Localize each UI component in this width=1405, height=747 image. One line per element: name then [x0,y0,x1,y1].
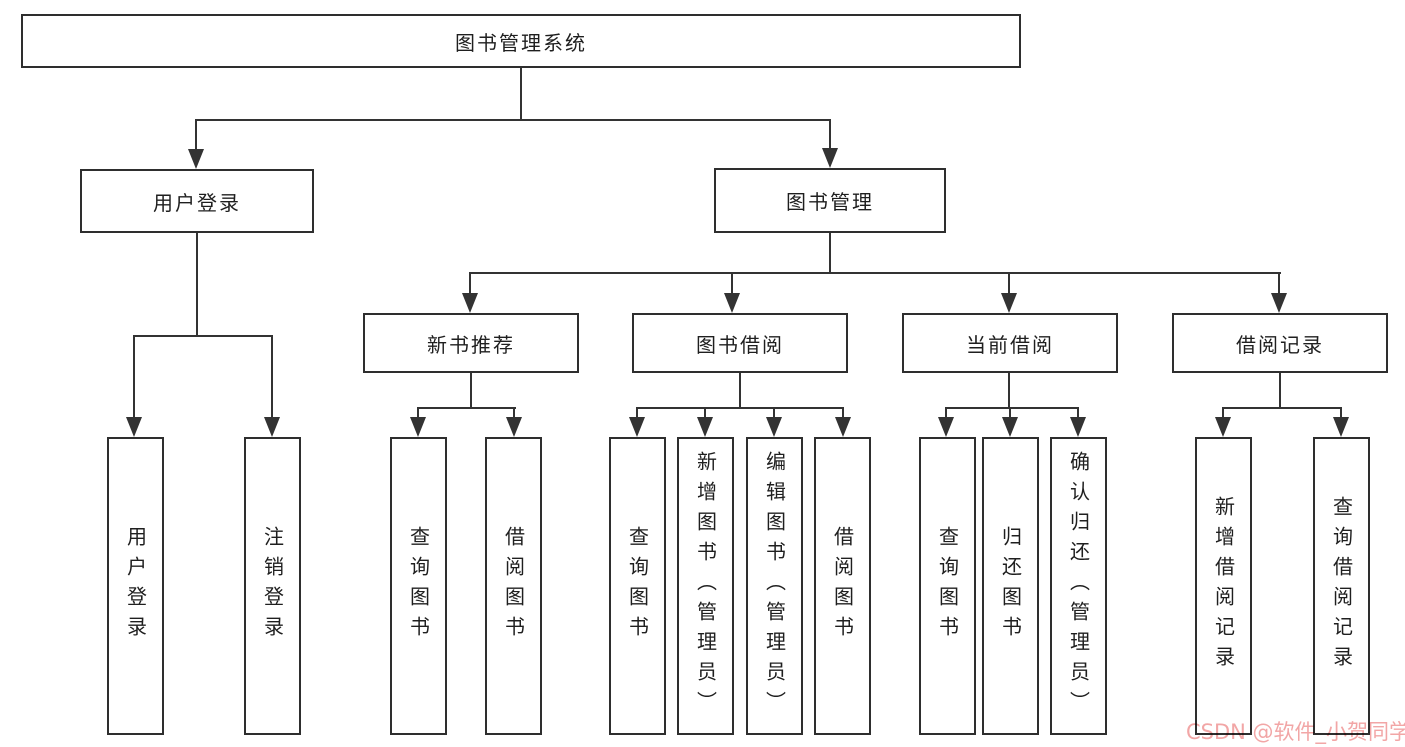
leaf-label: 注销登录 [260,526,285,646]
arrow-down-icon [1070,417,1086,437]
leaf-borrowing-add-books-admin: 新增图书（管理员） [677,437,734,735]
node-current-borrowing: 当前借阅 [902,313,1118,373]
arrow-down-icon [264,417,280,437]
connector-stem [1008,273,1010,295]
connector-bus [945,407,1079,409]
arrow-down-icon [410,417,426,437]
arrow-down-icon [188,149,204,169]
arrow-down-icon [697,417,713,437]
leaf-label: 编辑图书（管理员） [762,451,787,721]
connector-stem [773,407,775,419]
connector-stem [636,407,638,419]
arrow-down-icon [822,148,838,168]
connector-stem [739,372,741,409]
leaf-label: 查询图书 [935,526,960,646]
node-book-borrowing: 图书借阅 [632,313,848,373]
leaf-current-confirm-return-admin: 确认归还（管理员） [1050,437,1107,735]
connector-root-trunk [520,66,522,120]
arrow-down-icon [1002,417,1018,437]
node-user-login: 用户登录 [80,169,314,233]
leaf-borrowing-edit-books-admin: 编辑图书（管理员） [746,437,803,735]
connector-stem [1222,407,1224,419]
node-label: 图书管理 [786,190,874,214]
arrow-down-icon [126,417,142,437]
node-label: 图书借阅 [696,332,784,357]
node-label: 用户登录 [153,190,241,215]
arrow-down-icon [724,293,740,313]
connector-stem [945,407,947,419]
leaf-label: 新增图书（管理员） [693,451,718,721]
connector-stem [469,273,471,295]
leaf-current-return-books: 归还图书 [982,437,1039,735]
connector-stem [417,407,419,419]
leaf-label: 查询图书 [625,526,650,646]
arrow-down-icon [506,417,522,437]
connector-stem [1340,407,1342,419]
connector-stem [133,335,135,420]
leaf-label: 确认归还（管理员） [1066,451,1091,721]
connector-level3-bus [469,272,1281,274]
leaf-borrowing-query-books: 查询图书 [609,437,666,735]
connector-bus [417,407,516,409]
connector-stem [196,232,198,337]
leaf-recommend-query-books: 查询图书 [390,437,447,735]
connector-stem [470,372,472,409]
connector-stem [829,120,831,152]
leaf-logout: 注销登录 [244,437,301,735]
arrow-down-icon [835,417,851,437]
node-book-management: 图书管理 [714,168,946,233]
arrow-down-icon [766,417,782,437]
leaf-records-query-record: 查询借阅记录 [1313,437,1370,735]
connector-stem [1077,407,1079,419]
connector-stem [1008,372,1010,409]
node-label: 新书推荐 [427,332,515,357]
connector-stem [1279,372,1281,409]
connector-stem [271,335,273,420]
csdn-watermark: CSDN @软件_小贺同学 [1186,720,1405,744]
leaf-user-login: 用户登录 [107,437,164,735]
arrow-down-icon [1271,293,1287,313]
connector-stem [195,120,197,152]
node-library-management-system: 图书管理系统 [21,14,1021,68]
connector-stem [1278,273,1280,295]
leaf-label: 归还图书 [998,526,1023,646]
leaf-label: 借阅图书 [501,526,526,646]
arrow-down-icon [462,293,478,313]
leaf-label: 查询图书 [406,526,431,646]
connector-stem [1009,407,1011,419]
connector-level2-bus [195,119,831,121]
node-label: 图书管理系统 [455,30,587,55]
node-label: 借阅记录 [1236,332,1324,357]
leaf-recommend-borrow-books: 借阅图书 [485,437,542,735]
arrow-down-icon [1215,417,1231,437]
connector-bus [636,407,844,409]
leaf-current-query-books: 查询图书 [919,437,976,735]
arrow-down-icon [1333,417,1349,437]
connector-stem [704,407,706,419]
connector-stem [829,232,831,274]
node-borrowing-records: 借阅记录 [1172,313,1388,373]
leaf-label: 新增借阅记录 [1211,496,1236,676]
leaf-label: 借阅图书 [830,526,855,646]
node-label: 当前借阅 [966,332,1054,357]
arrow-down-icon [1001,293,1017,313]
leaf-borrowing-borrow-books: 借阅图书 [814,437,871,735]
connector-stem [731,273,733,295]
leaf-label: 用户登录 [123,526,148,646]
connector-stem [842,407,844,419]
arrow-down-icon [629,417,645,437]
arrow-down-icon [938,417,954,437]
leaf-records-add-record: 新增借阅记录 [1195,437,1252,735]
connector-bus [1222,407,1342,409]
node-new-book-recommendation: 新书推荐 [363,313,579,373]
leaf-label: 查询借阅记录 [1329,496,1354,676]
connector-stem [513,407,515,419]
connector-user-login-bus [133,335,273,337]
